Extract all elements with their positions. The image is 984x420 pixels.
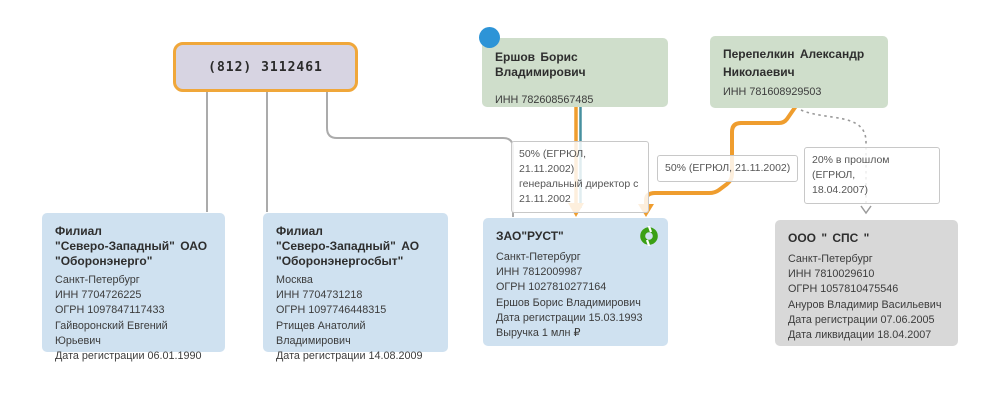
person-node-ershov[interactable]: Ершов Борис Владимирович ИНН 78260856748… [482,38,668,107]
company-inn: ИНН 7704726225 [55,289,142,302]
company-title: Филиал "Северо-Западный" АО "Оборонэнерг… [276,224,420,268]
person-inn: ИНН 781608929503 [723,86,822,98]
company-node-oboronenergosbyt-branch[interactable]: Филиал "Северо-Западный" АО "Оборонэнерг… [263,213,448,362]
company-reg-date: Дата регистрации 14.08.2009 [276,350,423,363]
person-node-perepelkin[interactable]: Перепелкин Александр Николаевич ИНН 7816… [710,36,888,108]
company-title: Филиал "Северо-Западный" ОАО "Оборонэнер… [55,224,208,268]
company-city: Санкт-Петербург [496,251,581,263]
edge-label-past-share: 20% в прошлом (ЕГРЮЛ, 18.04.2007) [804,147,940,204]
company-inn: ИНН 7704731218 [276,289,363,302]
company-inn: ИНН 7812009987 [496,266,583,279]
company-ogrn: ОГРН 1097847117433 [55,304,165,317]
active-status-icon [640,226,658,246]
company-reg-date: Дата регистрации 07.06.2005 [788,313,935,326]
company-ogrn: ОГРН 1027810277164 [496,281,607,294]
company-ogrn: ОГРН 1057810475546 [788,283,899,296]
company-director: Гайворонский Евгений Юрьевич [55,319,168,347]
edge-label-owner-share: 50% (ЕГРЮЛ, 21.11.2002) [657,155,799,182]
person-name: Ершов Борис Владимирович [495,50,586,79]
company-node-oboronenergo-branch[interactable]: Филиал "Северо-Западный" ОАО "Оборонэнер… [42,213,225,362]
phone-node[interactable]: (812) 3112461 [173,42,358,92]
company-city: Санкт-Петербург [788,253,873,265]
company-director: Ртищев Анатолий Владимирович [276,319,366,347]
edge-label-director-share: 50% (ЕГРЮЛ, 21.11.2002) генеральный дире… [511,141,649,213]
company-title: ЗАО"РУСТ" [496,229,564,243]
company-ogrn: ОГРН 1097746448315 [276,304,387,317]
company-liquidation-date: Дата ликвидации 18.04.2007 [788,329,932,342]
phone-number: (812) 3112461 [208,59,323,75]
company-title: ООО " СПС " [788,231,870,245]
company-inn: ИНН 7810029610 [788,268,875,281]
company-node-rust[interactable]: ЗАО"РУСТ" Санкт-Петербург ИНН 7812009987… [483,218,668,346]
company-reg-date: Дата регистрации 15.03.1993 [496,311,643,324]
company-director: Ануров Владимир Васильевич [788,298,942,311]
company-director: Ершов Борис Владимирович [496,296,641,309]
company-reg-date: Дата регистрации 06.01.1990 [55,350,202,363]
company-city: Москва [276,274,313,286]
company-node-sps[interactable]: ООО " СПС " Санкт-Петербург ИНН 78100296… [775,220,958,346]
person-inn: ИНН 782608567485 [495,94,594,106]
edge-phone-to-rust [326,92,514,217]
focus-dot-icon [479,27,500,48]
edge-dashed-arrowhead-icon [860,205,872,215]
company-city: Санкт-Петербург [55,274,140,286]
company-revenue: Выручка 1 млн ₽ [496,327,581,340]
person-name: Перепелкин Александр Николаевич [723,47,865,79]
